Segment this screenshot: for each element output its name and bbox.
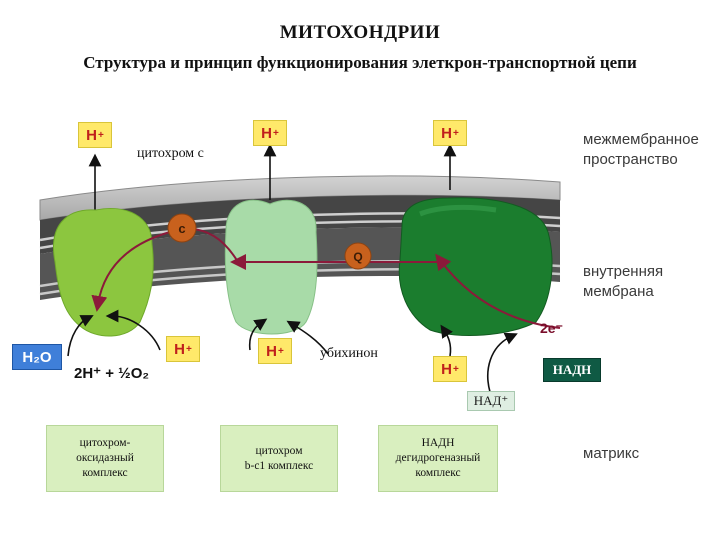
- intermembrane-label: межмембранное пространство: [583, 131, 699, 168]
- matrix-label: матрикс: [583, 445, 640, 462]
- bc1-complex: [224, 199, 318, 335]
- proton-box-oxidase-matrix: H+: [166, 336, 200, 362]
- water-box: H₂O: [12, 344, 62, 370]
- proton-box-nadh-top: H+: [433, 120, 467, 146]
- oxygen-reaction: 2H⁺ + ½O₂: [74, 365, 150, 382]
- proton-box-oxidase-top: H+: [78, 122, 112, 148]
- inner-membrane-label: внутренняя мембрана: [583, 263, 664, 300]
- nadh-dehydrogenase-complex: [398, 197, 553, 337]
- q-marker-text: Q: [353, 250, 362, 264]
- diagram-title: МИТОХОНДРИИ: [279, 22, 441, 43]
- cytochrome-oxidase-complex: [53, 208, 154, 337]
- nad-plus-box: НАД⁺: [467, 391, 515, 411]
- matrix-arrows: [67, 309, 518, 393]
- proton-box-bc1-top: H+: [253, 120, 287, 146]
- diagram-subtitle: Структура и принцип функционирования эле…: [83, 53, 637, 72]
- proton-box-bc1-matrix: H+: [258, 338, 292, 364]
- electrons-label: 2e⁻: [540, 320, 563, 336]
- proton-box-nadh-matrix: H+: [433, 356, 467, 382]
- nadh-box: НАДН: [543, 358, 601, 382]
- c-marker-text: c: [178, 221, 185, 236]
- cytochrome-c-label: цитохром с: [137, 146, 204, 161]
- cytochrome-c-carrier: c: [167, 213, 197, 243]
- ubiquinone-label: убихинон: [320, 346, 378, 361]
- ubiquinone-carrier: Q: [344, 242, 372, 270]
- proton-arrows: [88, 143, 457, 215]
